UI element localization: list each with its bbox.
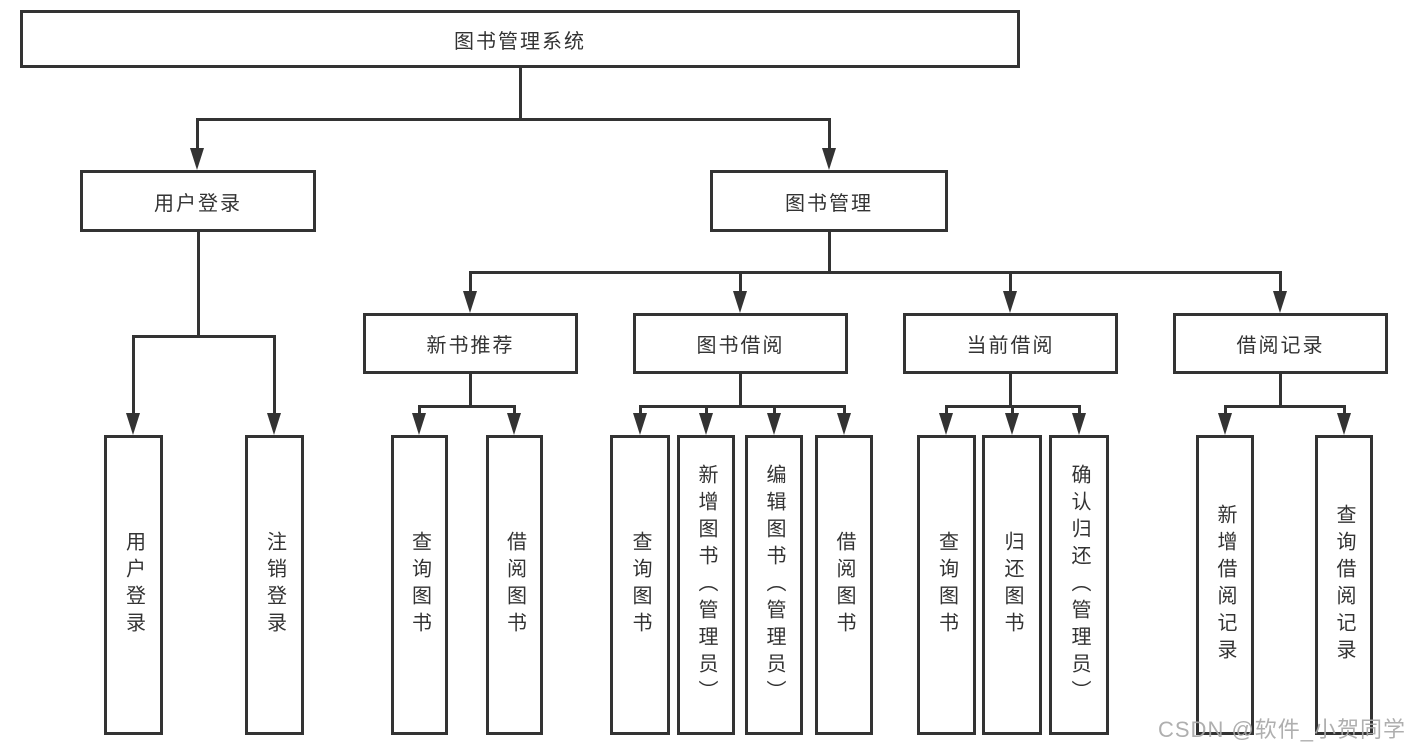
arrow-down-icon [267, 413, 281, 435]
node-book-management: 图书管理 [710, 170, 948, 232]
leaf-add-borrow-record: 新增借阅记录 [1196, 435, 1254, 735]
leaf-add-borrow-record-label: 新增借阅记录 [1214, 504, 1236, 666]
leaf-confirm-return-admin: 确认归还（管理员） [1049, 435, 1109, 735]
arrow-down-icon [1005, 413, 1019, 435]
leaf-query-books-current-label: 查询图书 [935, 531, 958, 639]
connector-line [1011, 405, 1014, 417]
connector-line [469, 374, 472, 408]
connector-line [132, 335, 135, 415]
connector-line [273, 335, 276, 415]
leaf-borrow-books-borrowing: 借阅图书 [815, 435, 873, 735]
leaf-add-book-admin-label: 新增图书（管理员） [695, 463, 717, 707]
node-borrowing-records-label: 借阅记录 [1236, 335, 1325, 357]
arrow-down-icon [939, 413, 953, 435]
arrow-down-icon [126, 413, 140, 435]
arrow-down-icon [767, 413, 781, 435]
leaf-user-login: 用户登录 [104, 435, 163, 735]
leaf-edit-book-admin: 编辑图书（管理员） [745, 435, 803, 735]
arrow-down-icon [733, 291, 747, 313]
arrow-down-icon [507, 413, 521, 435]
arrow-down-icon [837, 413, 851, 435]
node-root: 图书管理系统 [20, 10, 1020, 68]
connector-line [418, 405, 421, 417]
connector-line [843, 405, 846, 417]
connector-line [639, 405, 845, 408]
arrow-down-icon [463, 291, 477, 313]
leaf-user-login-label: 用户登录 [122, 531, 145, 639]
arrow-down-icon [1273, 291, 1287, 313]
connector-line [1009, 374, 1012, 408]
node-root-label: 图书管理系统 [454, 30, 586, 53]
node-new-book-recommend-label: 新书推荐 [426, 335, 515, 357]
leaf-query-books-current: 查询图书 [917, 435, 976, 735]
node-borrowing-records: 借阅记录 [1173, 313, 1388, 374]
leaf-borrow-books-recommend-label: 借阅图书 [503, 531, 526, 639]
connector-line [519, 68, 522, 120]
node-user-login: 用户登录 [80, 170, 316, 232]
arrow-down-icon [412, 413, 426, 435]
node-book-borrowing: 图书借阅 [633, 313, 848, 374]
leaf-query-books-recommend-label: 查询图书 [408, 531, 431, 639]
leaf-return-books-label: 归还图书 [1001, 531, 1023, 639]
node-book-management-label: 图书管理 [785, 192, 873, 215]
connector-line [639, 405, 642, 417]
connector-line [196, 118, 199, 152]
leaf-query-books-borrowing-label: 查询图书 [629, 531, 651, 639]
leaf-query-books-borrowing: 查询图书 [610, 435, 670, 735]
connector-line [197, 232, 200, 338]
arrow-down-icon [1003, 291, 1017, 313]
connector-line [469, 271, 1282, 274]
connector-line [1078, 405, 1081, 417]
leaf-borrow-books-borrowing-label: 借阅图书 [833, 531, 855, 639]
connector-line [828, 118, 831, 152]
connector-line [418, 405, 516, 408]
leaf-return-books: 归还图书 [982, 435, 1042, 735]
arrow-down-icon [1218, 413, 1232, 435]
connector-line [773, 405, 776, 417]
arrow-down-icon [190, 148, 204, 170]
leaf-query-books-recommend: 查询图书 [391, 435, 448, 735]
connector-line [945, 405, 948, 417]
leaf-query-borrow-record: 查询借阅记录 [1315, 435, 1373, 735]
node-current-borrowing-label: 当前借阅 [966, 335, 1055, 357]
connector-line [705, 405, 708, 417]
arrow-down-icon [1337, 413, 1351, 435]
leaf-logout-label: 注销登录 [263, 531, 286, 639]
leaf-add-book-admin: 新增图书（管理员） [677, 435, 735, 735]
connector-line [739, 271, 742, 297]
leaf-logout: 注销登录 [245, 435, 304, 735]
connector-line [513, 405, 516, 417]
arrow-down-icon [699, 413, 713, 435]
leaf-borrow-books-recommend: 借阅图书 [486, 435, 543, 735]
connector-line [1009, 271, 1012, 297]
arrow-down-icon [633, 413, 647, 435]
leaf-query-borrow-record-label: 查询借阅记录 [1333, 504, 1355, 666]
connector-line [739, 374, 742, 408]
connector-line [1224, 405, 1227, 417]
watermark: CSDN @软件_小贺同学 [1158, 717, 1405, 742]
connector-line [469, 271, 472, 297]
node-user-login-label: 用户登录 [154, 192, 242, 215]
node-book-borrowing-label: 图书借阅 [696, 335, 785, 357]
connector-line [1224, 405, 1345, 408]
connector-line [132, 335, 276, 338]
connector-line [196, 118, 831, 121]
connector-line [1343, 405, 1346, 417]
connector-line [1279, 374, 1282, 408]
connector-line [828, 232, 831, 274]
node-new-book-recommend: 新书推荐 [363, 313, 578, 374]
arrow-down-icon [1072, 413, 1086, 435]
node-current-borrowing: 当前借阅 [903, 313, 1118, 374]
leaf-edit-book-admin-label: 编辑图书（管理员） [763, 463, 785, 707]
connector-line [1279, 271, 1282, 297]
arrow-down-icon [822, 148, 836, 170]
leaf-confirm-return-admin-label: 确认归还（管理员） [1068, 463, 1090, 707]
